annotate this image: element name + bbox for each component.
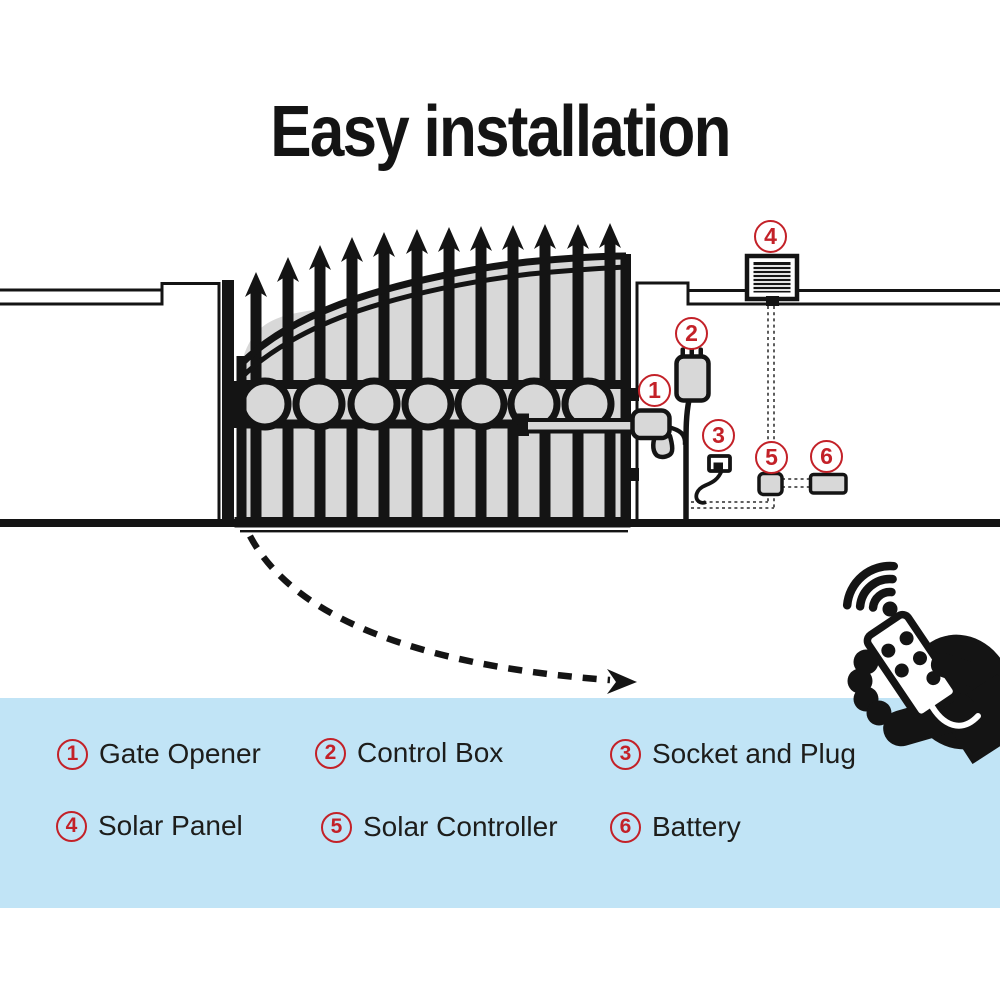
callout-solar-panel: 4 <box>754 220 787 253</box>
legend-num-6: 6 <box>610 811 641 843</box>
solar-panel-icon <box>744 253 800 306</box>
left-wall-icon <box>0 282 221 523</box>
callout-gate-opener: 1 <box>638 374 671 407</box>
legend-num-2: 2 <box>315 737 346 769</box>
battery-icon <box>808 472 848 495</box>
gate-opener-icon <box>512 408 688 460</box>
legend-label-solar-controller: Solar Controller <box>363 811 558 842</box>
callout-battery: 6 <box>810 440 843 473</box>
legend-item-solar-controller: 5 Solar Controller <box>321 811 558 843</box>
gate-swing-arrow <box>247 534 637 694</box>
page-title: Easy installation <box>270 92 731 172</box>
legend-label-socket-and-plug: Socket and Plug <box>652 738 856 769</box>
legend-num-1: 1 <box>57 738 88 770</box>
legend-band <box>0 698 1000 908</box>
wifi-signal-icon <box>842 561 898 617</box>
legend-item-control-box: 2 Control Box <box>315 737 503 769</box>
legend-label-gate-opener: Gate Opener <box>99 738 261 769</box>
legend-num-5: 5 <box>321 811 352 843</box>
gate-icon <box>224 223 639 533</box>
solar-controller-icon <box>757 471 784 497</box>
finger-highlight <box>927 700 981 729</box>
legend-num-3: 3 <box>610 738 641 770</box>
socket-plug-icon <box>694 454 732 505</box>
legend-label-solar-panel: Solar Panel <box>98 810 243 841</box>
remote-hand <box>842 561 1000 765</box>
legend-item-battery: 6 Battery <box>610 811 741 843</box>
ground-line <box>0 519 1000 527</box>
callout-socket-and-plug: 3 <box>702 419 735 452</box>
gate-spikes <box>245 223 621 297</box>
thumb <box>930 652 986 688</box>
legend-item-solar-panel: 4 Solar Panel <box>56 810 243 842</box>
legend-num-4: 4 <box>56 810 87 842</box>
legend-label-battery: Battery <box>652 811 741 842</box>
legend-item-socket-and-plug: 3 Socket and Plug <box>610 738 856 770</box>
remote-control-icon <box>863 610 961 722</box>
callout-control-box: 2 <box>675 317 708 350</box>
callout-solar-controller: 5 <box>755 441 788 474</box>
legend-item-gate-opener: 1 Gate Opener <box>57 738 261 770</box>
legend-label-control-box: Control Box <box>357 737 504 768</box>
